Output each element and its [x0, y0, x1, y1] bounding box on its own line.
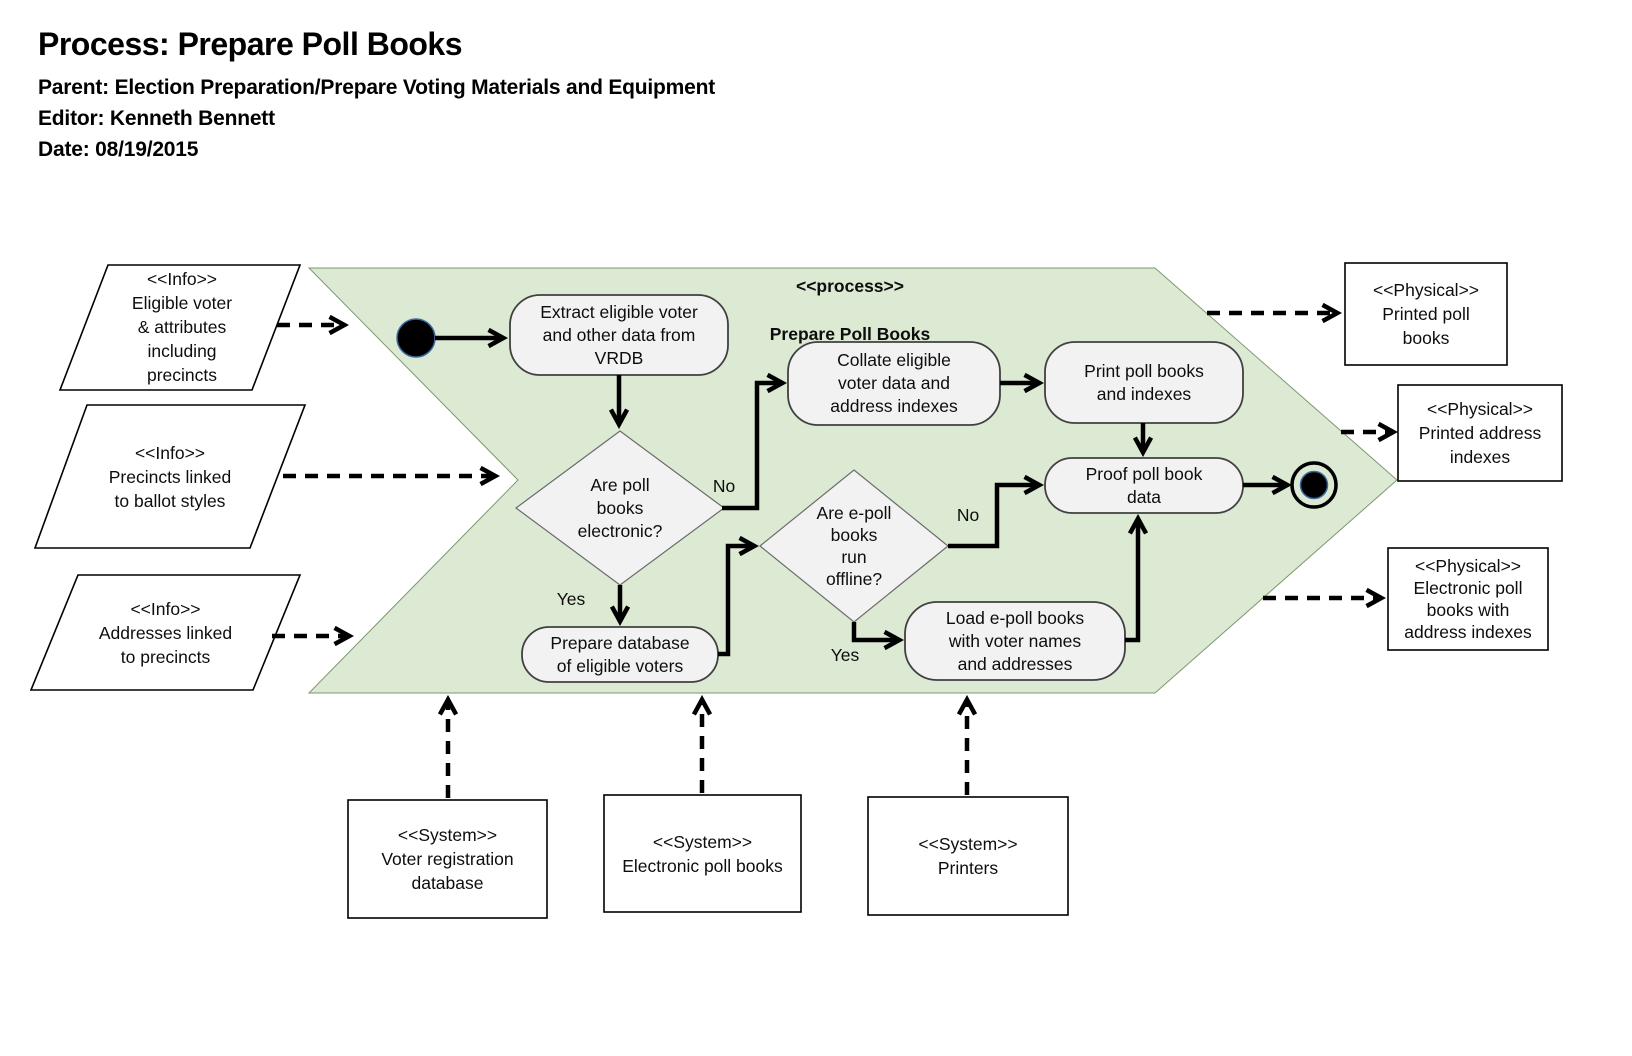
output-printed-addr-indexes: <<Physical>> Printed address indexes	[1398, 385, 1562, 481]
date-line: Date: 08/19/2015	[38, 138, 199, 161]
system-epoll-books: <<System>> Electronic poll books	[604, 795, 801, 912]
process-name: Prepare Poll Books	[769, 324, 931, 344]
activity-collate: Collate eligible voter data and address …	[830, 350, 958, 416]
editor-line: Editor: Kenneth Bennett	[38, 107, 275, 130]
system-shape-vrdb	[347, 799, 548, 919]
stereotype: <<System>>	[652, 831, 753, 852]
activity-prepare: Prepare database of eligible voters	[550, 632, 690, 676]
label: Printed poll books	[1382, 304, 1470, 348]
input-shape-addresses	[29, 574, 302, 691]
flow-load-to-proof	[1125, 522, 1138, 643]
output-shape-printed-addr-indexes	[1397, 384, 1563, 482]
parent-line: Parent: Election Preparation/Prepare Vot…	[38, 76, 716, 99]
output-epoll-books: <<Physical>>Electronic poll books with a…	[1388, 548, 1548, 650]
activity-extract: Extract eligible voter and other data fr…	[540, 301, 698, 368]
activity-proof: Proof poll book data	[1085, 463, 1203, 507]
activity-load: Load e-poll books with voter names and a…	[945, 607, 1085, 674]
label: Precincts linked to ballot styles	[108, 466, 232, 511]
system-printers: <<System>> Printers	[868, 797, 1068, 915]
input-shape-eligible-voters	[58, 264, 302, 391]
activity-print: Print poll books and indexes	[1084, 360, 1204, 404]
edge-label-d2-yes: Yes	[830, 645, 860, 665]
label: Voter registration database	[381, 849, 514, 893]
flow-d2-yes-to-load	[851, 622, 896, 640]
stereotype: <<Physical>>	[1372, 280, 1480, 300]
input-addresses: <<Info>> Addresses linked to precincts	[31, 575, 300, 690]
start-node	[396, 318, 436, 358]
stereotype: <<Info>>	[134, 442, 206, 463]
input-shape-precincts-ballot	[33, 404, 307, 549]
edge-label-d1-yes: Yes	[556, 589, 586, 609]
decision-epoll-offline: Are e-poll books run offline?	[816, 503, 892, 589]
edge-label-d1-no: No	[712, 476, 736, 496]
flow-d1-no-to-collate	[722, 383, 779, 511]
system-shape-epoll-books	[603, 794, 802, 913]
stereotype: <<Info>>	[146, 269, 218, 289]
stereotype: <<Info>>	[130, 598, 201, 619]
end-node	[1290, 461, 1338, 509]
label: Electronic poll books	[622, 855, 783, 876]
page-title: Process: Prepare Poll Books	[38, 26, 463, 62]
output-printed-poll-books: <<Physical>> Printed poll books	[1345, 263, 1507, 365]
label: Printers	[937, 858, 999, 878]
stereotype: <<Physical>>	[1414, 556, 1522, 576]
flow-prepare-to-d2	[718, 546, 751, 657]
stereotype: <<System>>	[397, 825, 498, 845]
output-shape-printed-poll-books	[1344, 262, 1508, 366]
label: Printed address indexes	[1418, 423, 1542, 467]
stereotype: <<System>>	[918, 834, 1018, 854]
decision-books-electronic: Are poll books electronic?	[577, 474, 663, 541]
label: Eligible voter & attributes including pr…	[131, 293, 233, 385]
label: Electronic poll books with address index…	[1404, 578, 1532, 642]
stereotype: <<Physical>>	[1426, 399, 1534, 419]
label: Addresses linked to precincts	[98, 622, 233, 667]
process-label: <<process>> Prepare Poll Books	[715, 276, 985, 344]
process-stereotype: <<process>>	[795, 276, 904, 296]
system-vrdb: <<System>> Voter registration database	[348, 800, 547, 918]
input-precincts-ballot: <<Info>> Precincts linked to ballot style…	[35, 405, 305, 548]
system-shape-printers	[867, 796, 1069, 916]
flow-d2-no-to-proof	[948, 485, 1036, 549]
edge-label-d2-no: No	[956, 505, 980, 525]
output-shape-epoll-books	[1387, 547, 1549, 651]
input-eligible-voters: <<Info>> Eligible voter & attributes incl…	[60, 263, 304, 391]
